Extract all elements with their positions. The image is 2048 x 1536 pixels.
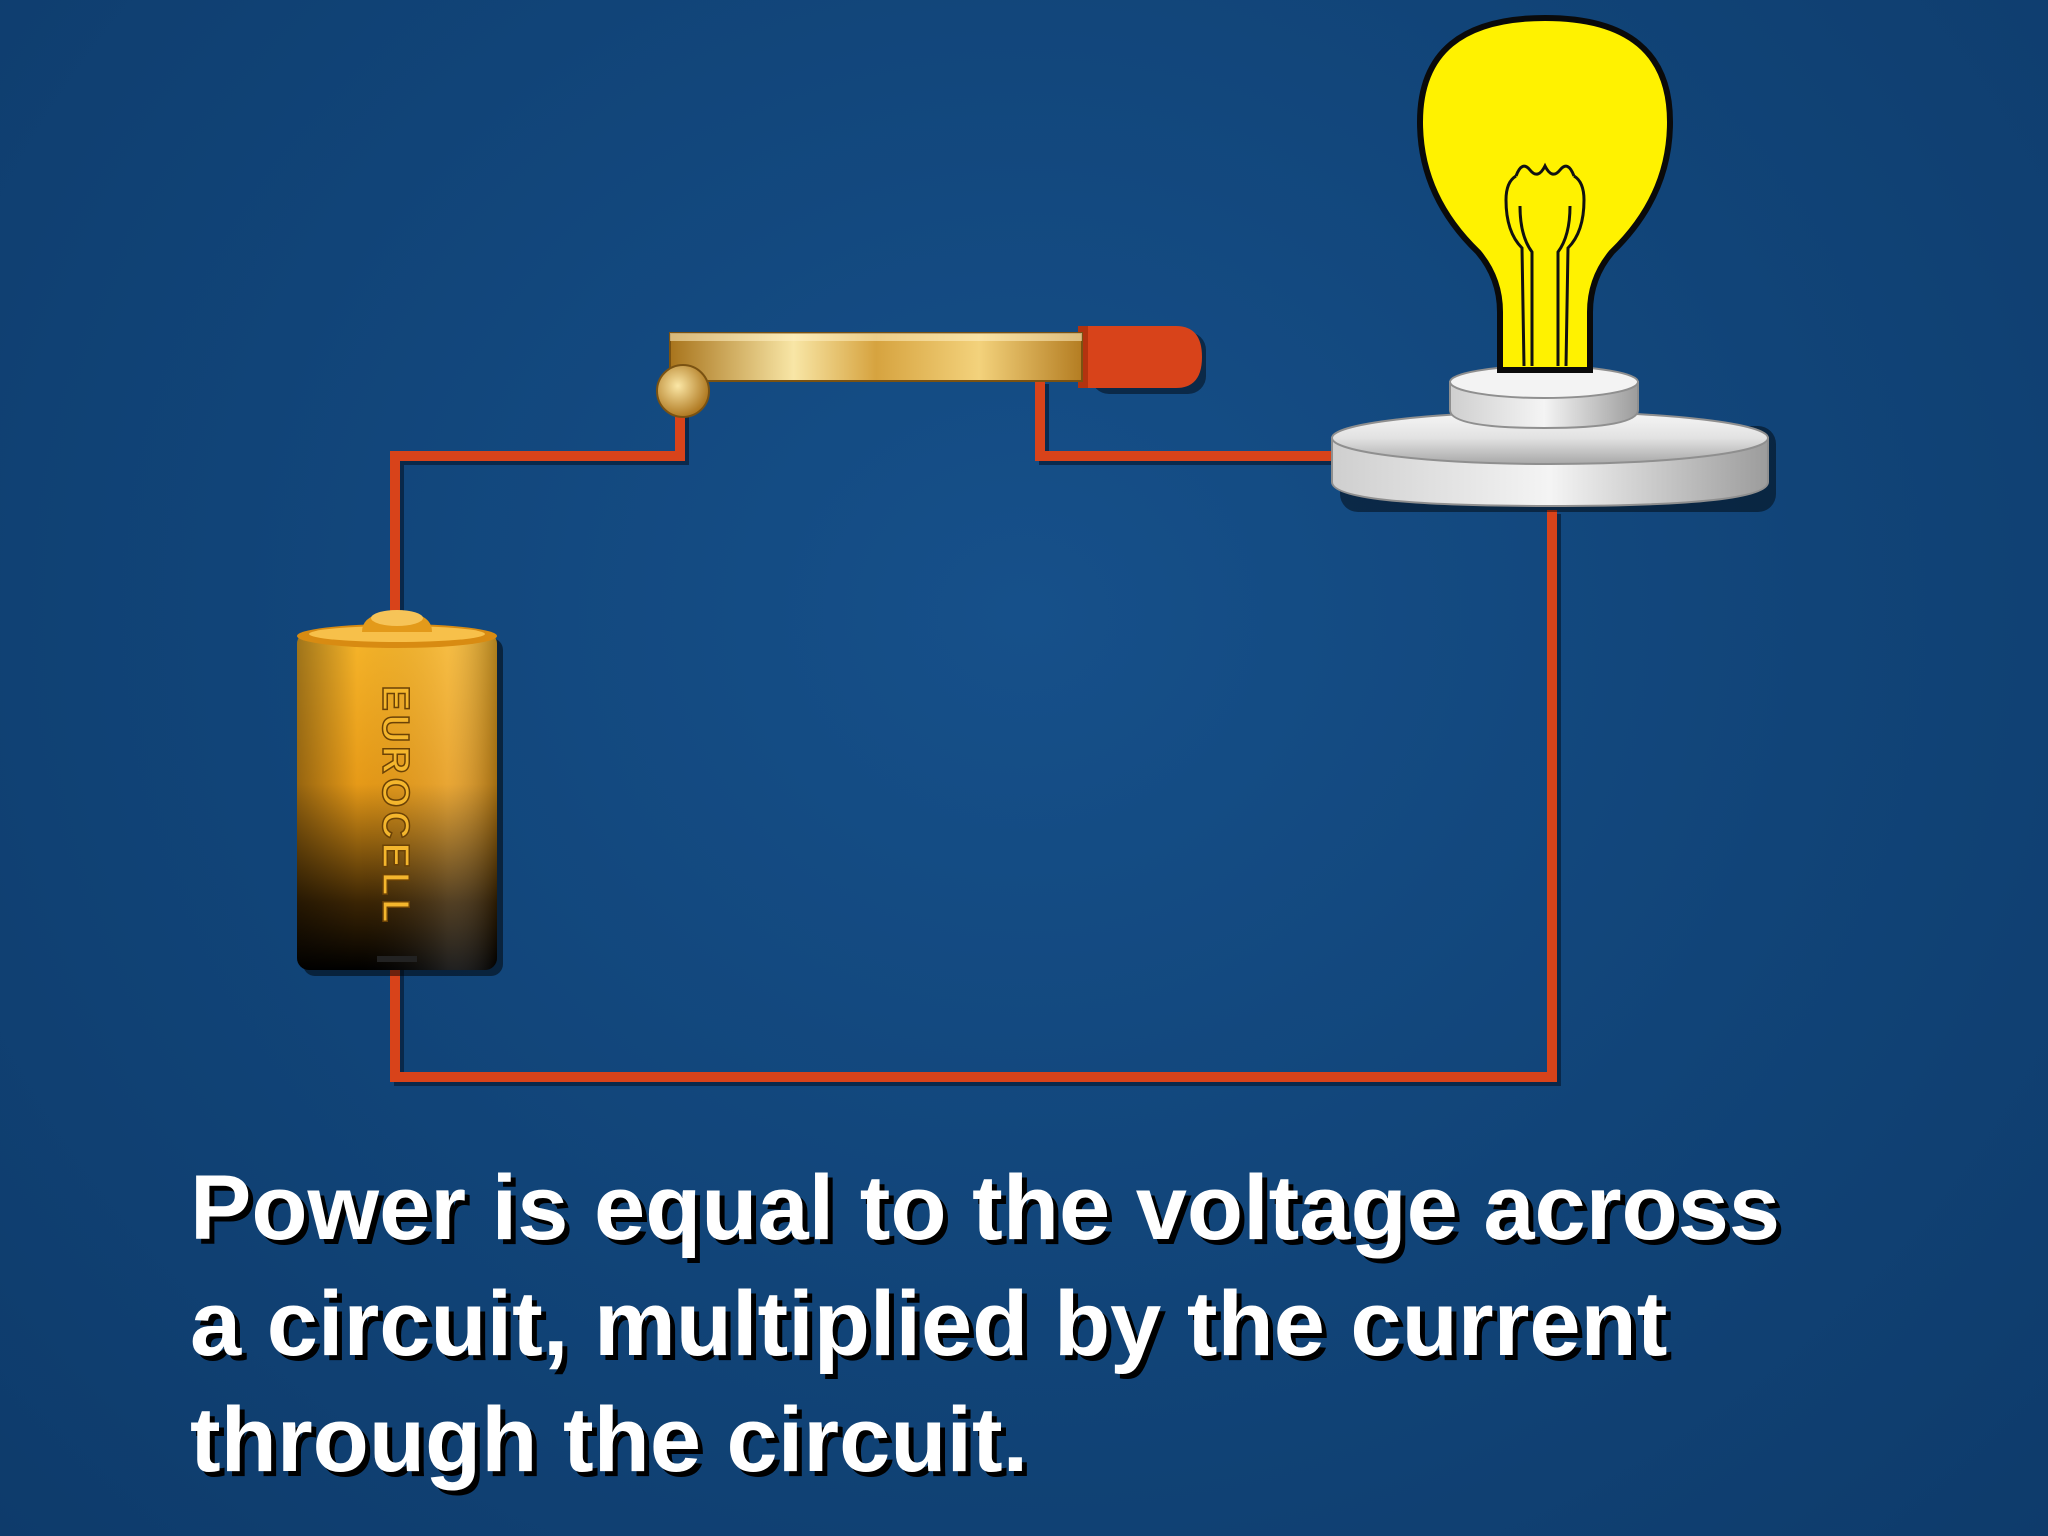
caption-line: through the circuit. [190,1389,1029,1491]
light-bulb [1331,14,1776,512]
caption-line: Power is equal to the voltage across [190,1157,1781,1259]
wires [390,380,1557,1082]
wire-battery-to-switch [390,380,685,618]
battery [297,610,503,976]
battery-brand-label: EUROCELL [374,686,416,927]
bulb-glass [1416,14,1674,373]
switch-pivot [656,364,710,418]
wire-bulb-to-battery [390,510,1557,1082]
knife-switch [656,326,1206,418]
wire-switch-to-bulb [1035,380,1335,461]
caption-text: Power is equal to the voltage across a c… [190,1150,1970,1498]
caption-line: a circuit, multiplied by the current [190,1273,1668,1375]
bulb-filament [1504,162,1586,367]
